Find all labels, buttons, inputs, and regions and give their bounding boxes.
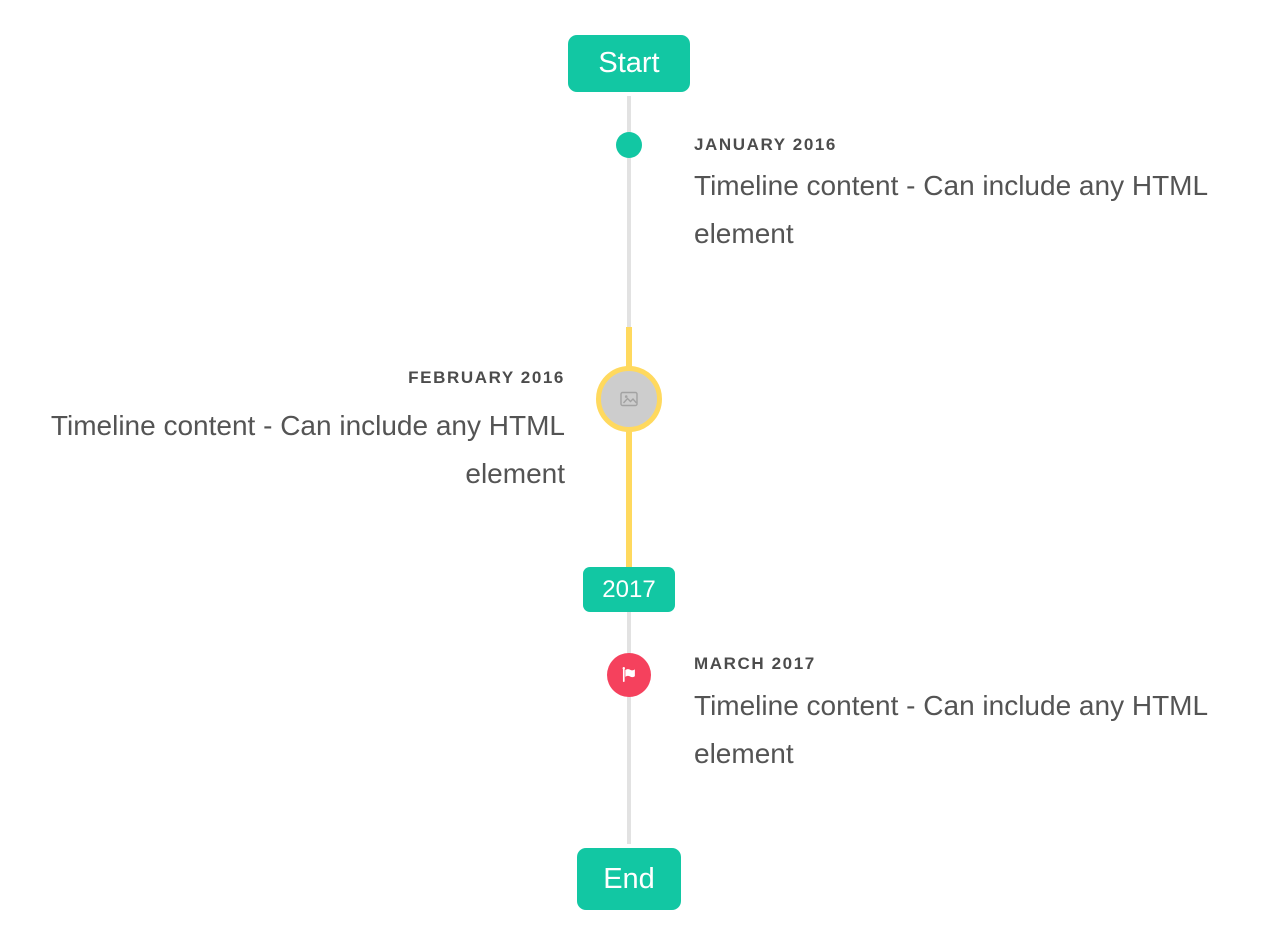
start-button[interactable]: Start	[568, 35, 690, 92]
entry-title-february-2016: FEBRUARY 2016	[408, 368, 565, 387]
entry-content-january-2016: Timeline content - Can include any HTML …	[694, 170, 1208, 249]
timeline-line-bottom	[627, 612, 631, 844]
entry-title-january-2016: JANUARY 2016	[694, 135, 837, 154]
broken-image-icon	[619, 390, 639, 408]
timeline-flag-marker	[607, 653, 651, 697]
year-badge-2017: 2017	[583, 567, 675, 612]
end-button[interactable]: End	[577, 848, 681, 910]
entry-content-march-2017: Timeline content - Can include any HTML …	[694, 690, 1208, 769]
flag-icon	[618, 664, 640, 686]
timeline-avatar-marker	[596, 366, 662, 432]
entry-content-february-2016: Timeline content - Can include any HTML …	[50, 410, 565, 489]
timeline-line-top	[627, 96, 631, 327]
timeline-dot-marker	[616, 132, 642, 158]
entry-title-march-2017: MARCH 2017	[694, 654, 816, 673]
timeline-line-highlighted	[626, 327, 632, 567]
